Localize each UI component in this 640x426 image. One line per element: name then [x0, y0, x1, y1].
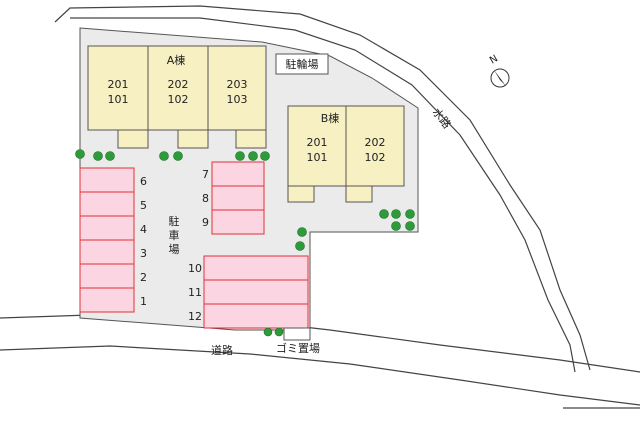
tree [295, 241, 305, 251]
building-a-porch-2 [177, 129, 209, 149]
parking-space-4[interactable] [79, 215, 135, 241]
building-a-porch-3 [235, 129, 267, 149]
parking-number-3: 3 [140, 247, 147, 260]
parking-space-10[interactable] [203, 255, 309, 281]
building-b-unit-1-lower: 101 [307, 151, 328, 164]
parking-number-11: 11 [188, 286, 202, 299]
parking-number-9: 9 [202, 216, 209, 229]
parking-space-1[interactable] [79, 287, 135, 313]
tree [260, 151, 270, 161]
building-b-unit-2[interactable] [345, 105, 405, 187]
parking-right-bottom [203, 255, 309, 329]
parking-space-2[interactable] [79, 263, 135, 289]
waterway-label: 水路 [430, 106, 454, 131]
building-a-porch-1 [117, 129, 149, 149]
compass-arrow-icon [494, 70, 506, 86]
tree [173, 151, 183, 161]
building-a-unit-2-upper: 202 [168, 78, 189, 91]
tree [405, 221, 415, 231]
parking-space-8[interactable] [211, 185, 265, 211]
parking-space-12[interactable] [203, 303, 309, 329]
parking-space-6[interactable] [79, 167, 135, 193]
building-a[interactable] [87, 45, 267, 149]
parking-lot-label-char: 車 [169, 228, 180, 242]
parking-number-12: 12 [188, 310, 202, 323]
parking-number-6: 6 [140, 175, 147, 188]
building-a-unit-3-lower: 103 [227, 93, 248, 106]
building-b-unit-1-upper: 201 [307, 136, 328, 149]
parking-number-10: 10 [188, 262, 202, 275]
building-b-porch-2 [345, 185, 373, 203]
building-a-unit-2[interactable] [147, 45, 209, 131]
parking-number-5: 5 [140, 199, 147, 212]
building-b-porch-1 [287, 185, 315, 203]
bicycle-parking-label: 駐輪場 [286, 57, 319, 71]
parking-right-top [211, 161, 265, 235]
road-label: 道路 [211, 343, 233, 357]
building-a-unit-2-lower: 102 [168, 93, 189, 106]
tree [274, 327, 284, 337]
building-a-unit-1-lower: 101 [108, 93, 129, 106]
tree [391, 221, 401, 231]
tree [391, 209, 401, 219]
parking-number-2: 2 [140, 271, 147, 284]
tree [263, 327, 273, 337]
building-b-unit-1[interactable] [287, 105, 347, 187]
building-a-unit-1-upper: 201 [108, 78, 129, 91]
tree [405, 209, 415, 219]
tree [379, 209, 389, 219]
tree [235, 151, 245, 161]
garbage-label: ゴミ置場 [276, 341, 320, 355]
parking-lot-label: 駐車場 [169, 214, 180, 256]
parking-number-8: 8 [202, 192, 209, 205]
parking-number-1: 1 [140, 295, 147, 308]
tree [75, 149, 85, 159]
parking-space-9[interactable] [211, 209, 265, 235]
tree [105, 151, 115, 161]
parking-number-4: 4 [140, 223, 147, 236]
parking-number-7: 7 [202, 168, 209, 181]
building-a-title: A棟 [167, 53, 186, 67]
building-b-title: B棟 [321, 111, 340, 125]
tree [159, 151, 169, 161]
trees [75, 149, 415, 337]
bicycle-parking[interactable] [275, 53, 329, 75]
parking-space-3[interactable] [79, 239, 135, 265]
building-b[interactable] [287, 105, 405, 203]
garbage-area[interactable] [283, 327, 311, 341]
parking-lot-label-char: 場 [169, 243, 180, 256]
tree [93, 151, 103, 161]
parking-space-11[interactable] [203, 279, 309, 305]
building-a-unit-1[interactable] [87, 45, 149, 131]
compass-north-label: N [488, 53, 500, 66]
compass: N [488, 53, 510, 88]
parking-space-7[interactable] [211, 161, 265, 187]
building-b-unit-2-lower: 102 [365, 151, 386, 164]
parking-lot-label-char: 駐 [169, 214, 180, 228]
building-a-unit-3-upper: 203 [227, 78, 248, 91]
parking-left [79, 167, 135, 313]
building-b-unit-2-upper: 202 [365, 136, 386, 149]
tree [297, 227, 307, 237]
parking-space-5[interactable] [79, 191, 135, 217]
tree [248, 151, 258, 161]
